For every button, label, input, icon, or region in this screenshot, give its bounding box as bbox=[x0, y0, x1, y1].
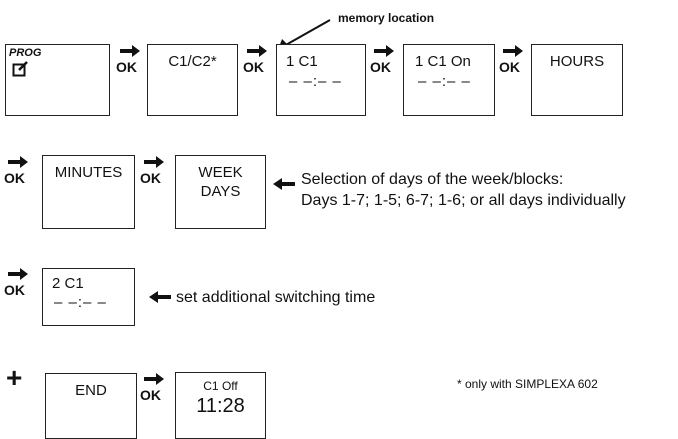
ok-step: OK bbox=[140, 156, 170, 188]
arrow-right-icon bbox=[503, 45, 523, 57]
ok-step: OK bbox=[116, 45, 146, 77]
ok-step: OK bbox=[140, 373, 170, 405]
memory-location-box: 1 C1 – –:– – bbox=[276, 44, 366, 116]
weekdays-box: WEEK DAYS bbox=[175, 155, 266, 229]
additional-time-box: 2 C1 – –:– – bbox=[42, 268, 135, 326]
ok-step: OK bbox=[4, 156, 34, 188]
hours-box: HOURS bbox=[531, 44, 623, 116]
days-selection-note-line1: Selection of days of the week/blocks: bbox=[301, 171, 564, 188]
ok-step: OK bbox=[243, 45, 273, 77]
additional-time-note: set additional switching time bbox=[176, 289, 376, 306]
arrow-right-icon bbox=[120, 45, 140, 57]
prog-label: PROG bbox=[9, 47, 42, 59]
pencil-edit-icon bbox=[12, 61, 28, 77]
ok-step: OK bbox=[4, 268, 34, 300]
arrow-right-icon bbox=[8, 156, 28, 168]
arrow-right-icon bbox=[144, 373, 164, 385]
ok-step: OK bbox=[499, 45, 529, 77]
arrow-right-icon bbox=[8, 268, 28, 280]
arrow-left-icon bbox=[273, 178, 295, 190]
switch-off-box: C1 Off 11:28 bbox=[175, 372, 266, 439]
end-box: END bbox=[45, 373, 137, 439]
switch-on-box: 1 C1 On – –:– – bbox=[403, 44, 495, 116]
days-selection-note-line2: Days 1-7; 1-5; 6-7; 1-6; or all days ind… bbox=[301, 192, 626, 209]
plus-icon: + bbox=[6, 362, 23, 393]
minutes-box: MINUTES bbox=[42, 155, 135, 229]
arrow-right-icon bbox=[247, 45, 267, 57]
c1c2-box: C1/C2* bbox=[147, 44, 238, 116]
ok-step: OK bbox=[370, 45, 400, 77]
arrow-left-icon bbox=[149, 291, 171, 303]
arrow-right-icon bbox=[374, 45, 394, 57]
memory-location-label: memory location bbox=[338, 11, 435, 25]
prog-box: PROG bbox=[5, 44, 110, 116]
arrow-right-icon bbox=[144, 156, 164, 168]
footnote: * only with SIMPLEXA 602 bbox=[457, 377, 598, 391]
